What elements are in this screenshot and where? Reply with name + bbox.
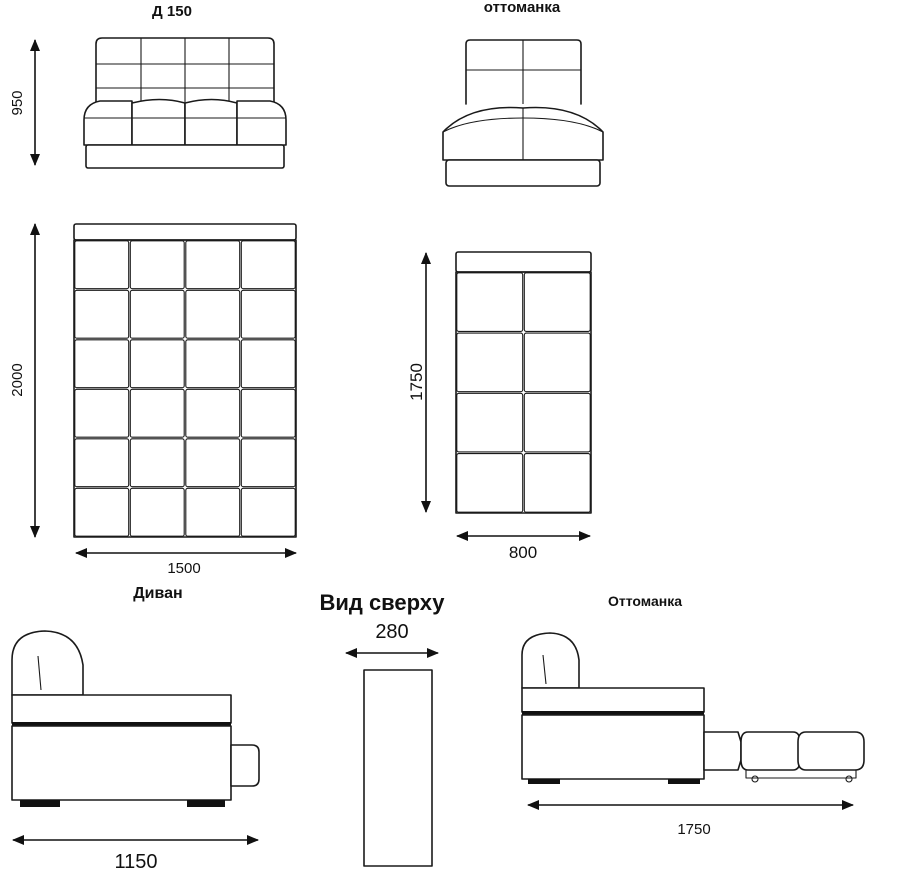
d150-top-cushion <box>74 438 130 488</box>
d150-top-view <box>73 223 297 538</box>
d150-top-cushion <box>129 289 185 339</box>
d150-top-cushion <box>74 289 130 339</box>
dim-d150-height: 950 <box>9 90 26 115</box>
ottoman-top-cushion <box>523 392 591 453</box>
ottoman-front-view <box>442 39 604 187</box>
dim-ottoman-side-length: 1750 <box>677 821 710 838</box>
d150-top-cushion <box>74 339 130 389</box>
d150-top-cushion <box>185 487 241 537</box>
d150-top-cushion <box>74 388 130 438</box>
ottoman-top-cushion <box>456 453 524 513</box>
ottoman-top-cushion <box>523 332 591 393</box>
ottoman-top-view <box>455 251 592 514</box>
dim-d150-width: 1500 <box>167 560 200 577</box>
ottoman-top-cushion <box>523 272 591 332</box>
d150-top-cushion <box>185 388 241 438</box>
d150-top-cushion <box>129 487 185 537</box>
title-d150: Д 150 <box>152 3 192 20</box>
title-divan: Диван <box>133 585 182 602</box>
d150-top-cushion <box>240 438 296 488</box>
dim-ottoman-width: 800 <box>509 543 537 562</box>
d150-top-cushion <box>185 240 241 290</box>
title-top-view: Вид сверху <box>319 590 445 615</box>
ottoman-top-cushion <box>523 453 591 513</box>
d150-top-cushion <box>129 438 185 488</box>
ottoman-top-cushion <box>456 392 524 453</box>
title-ottoman-side: Оттоманка <box>608 593 682 609</box>
d150-top-cushion <box>240 487 296 537</box>
ottoman-top-cushion <box>456 272 524 332</box>
d150-top-cushion <box>129 388 185 438</box>
d150-front-view <box>83 37 287 169</box>
armrest-top-view <box>363 669 433 867</box>
dim-divan-depth: 1150 <box>114 851 157 873</box>
dim-ottoman-length: 1750 <box>407 363 426 401</box>
d150-top-cushion <box>185 438 241 488</box>
d150-top-cushion <box>185 339 241 389</box>
d150-top-cushion <box>74 240 130 290</box>
d150-top-cushion <box>240 289 296 339</box>
ottoman-top-cushion <box>456 332 524 393</box>
dim-d150-length: 2000 <box>9 363 26 396</box>
divan-side-view <box>11 630 260 807</box>
d150-top-cushion <box>240 240 296 290</box>
d150-top-cushion <box>185 289 241 339</box>
ottoman-side-view <box>521 632 865 784</box>
title-ottoman-front: оттоманка <box>484 0 561 16</box>
d150-top-cushion <box>240 388 296 438</box>
d150-top-cushion <box>129 339 185 389</box>
d150-top-cushion <box>240 339 296 389</box>
d150-top-cushion <box>129 240 185 290</box>
d150-top-cushion <box>74 487 130 537</box>
dim-armrest-width: 280 <box>375 621 408 643</box>
